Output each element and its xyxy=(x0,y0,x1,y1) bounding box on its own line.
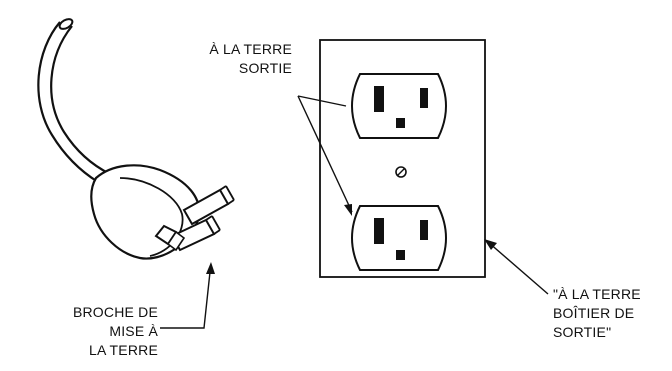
grounding-prong-leader xyxy=(160,262,215,329)
grounded-box-label: "À LA TERRE BOÎTIER DE SORTIE" xyxy=(553,285,641,342)
grounded-box-label-line-3: SORTIE" xyxy=(553,324,612,340)
ground-outlet-label: À LA TERRE SORTIE xyxy=(180,40,292,78)
cover-plate-screw-icon xyxy=(395,166,407,178)
grounding-prong-label-line-3: LA TERRE xyxy=(88,342,158,358)
ground-outlet-leader xyxy=(297,95,353,216)
ground-outlet-label-line-1: À LA TERRE xyxy=(209,41,292,57)
grounded-box-label-line-2: BOÎTIER DE xyxy=(553,305,635,321)
power-cord-icon xyxy=(37,18,111,183)
grounded-box-leader xyxy=(484,239,549,295)
ground-prong-icon xyxy=(154,224,186,252)
outlet-receptacle-icon xyxy=(350,205,448,271)
outlet-receptacle-icon xyxy=(350,73,448,139)
grounding-prong-label: BROCHE DE MISE À LA TERRE xyxy=(28,303,158,360)
grounding-prong-label-line-1: BROCHE DE xyxy=(72,304,158,320)
plug-icon xyxy=(90,164,235,260)
ground-outlet-label-line-2: SORTIE xyxy=(238,60,292,76)
grounded-box-label-line-1: "À LA TERRE xyxy=(553,286,641,302)
grounding-prong-label-line-2: MISE À xyxy=(109,323,158,339)
